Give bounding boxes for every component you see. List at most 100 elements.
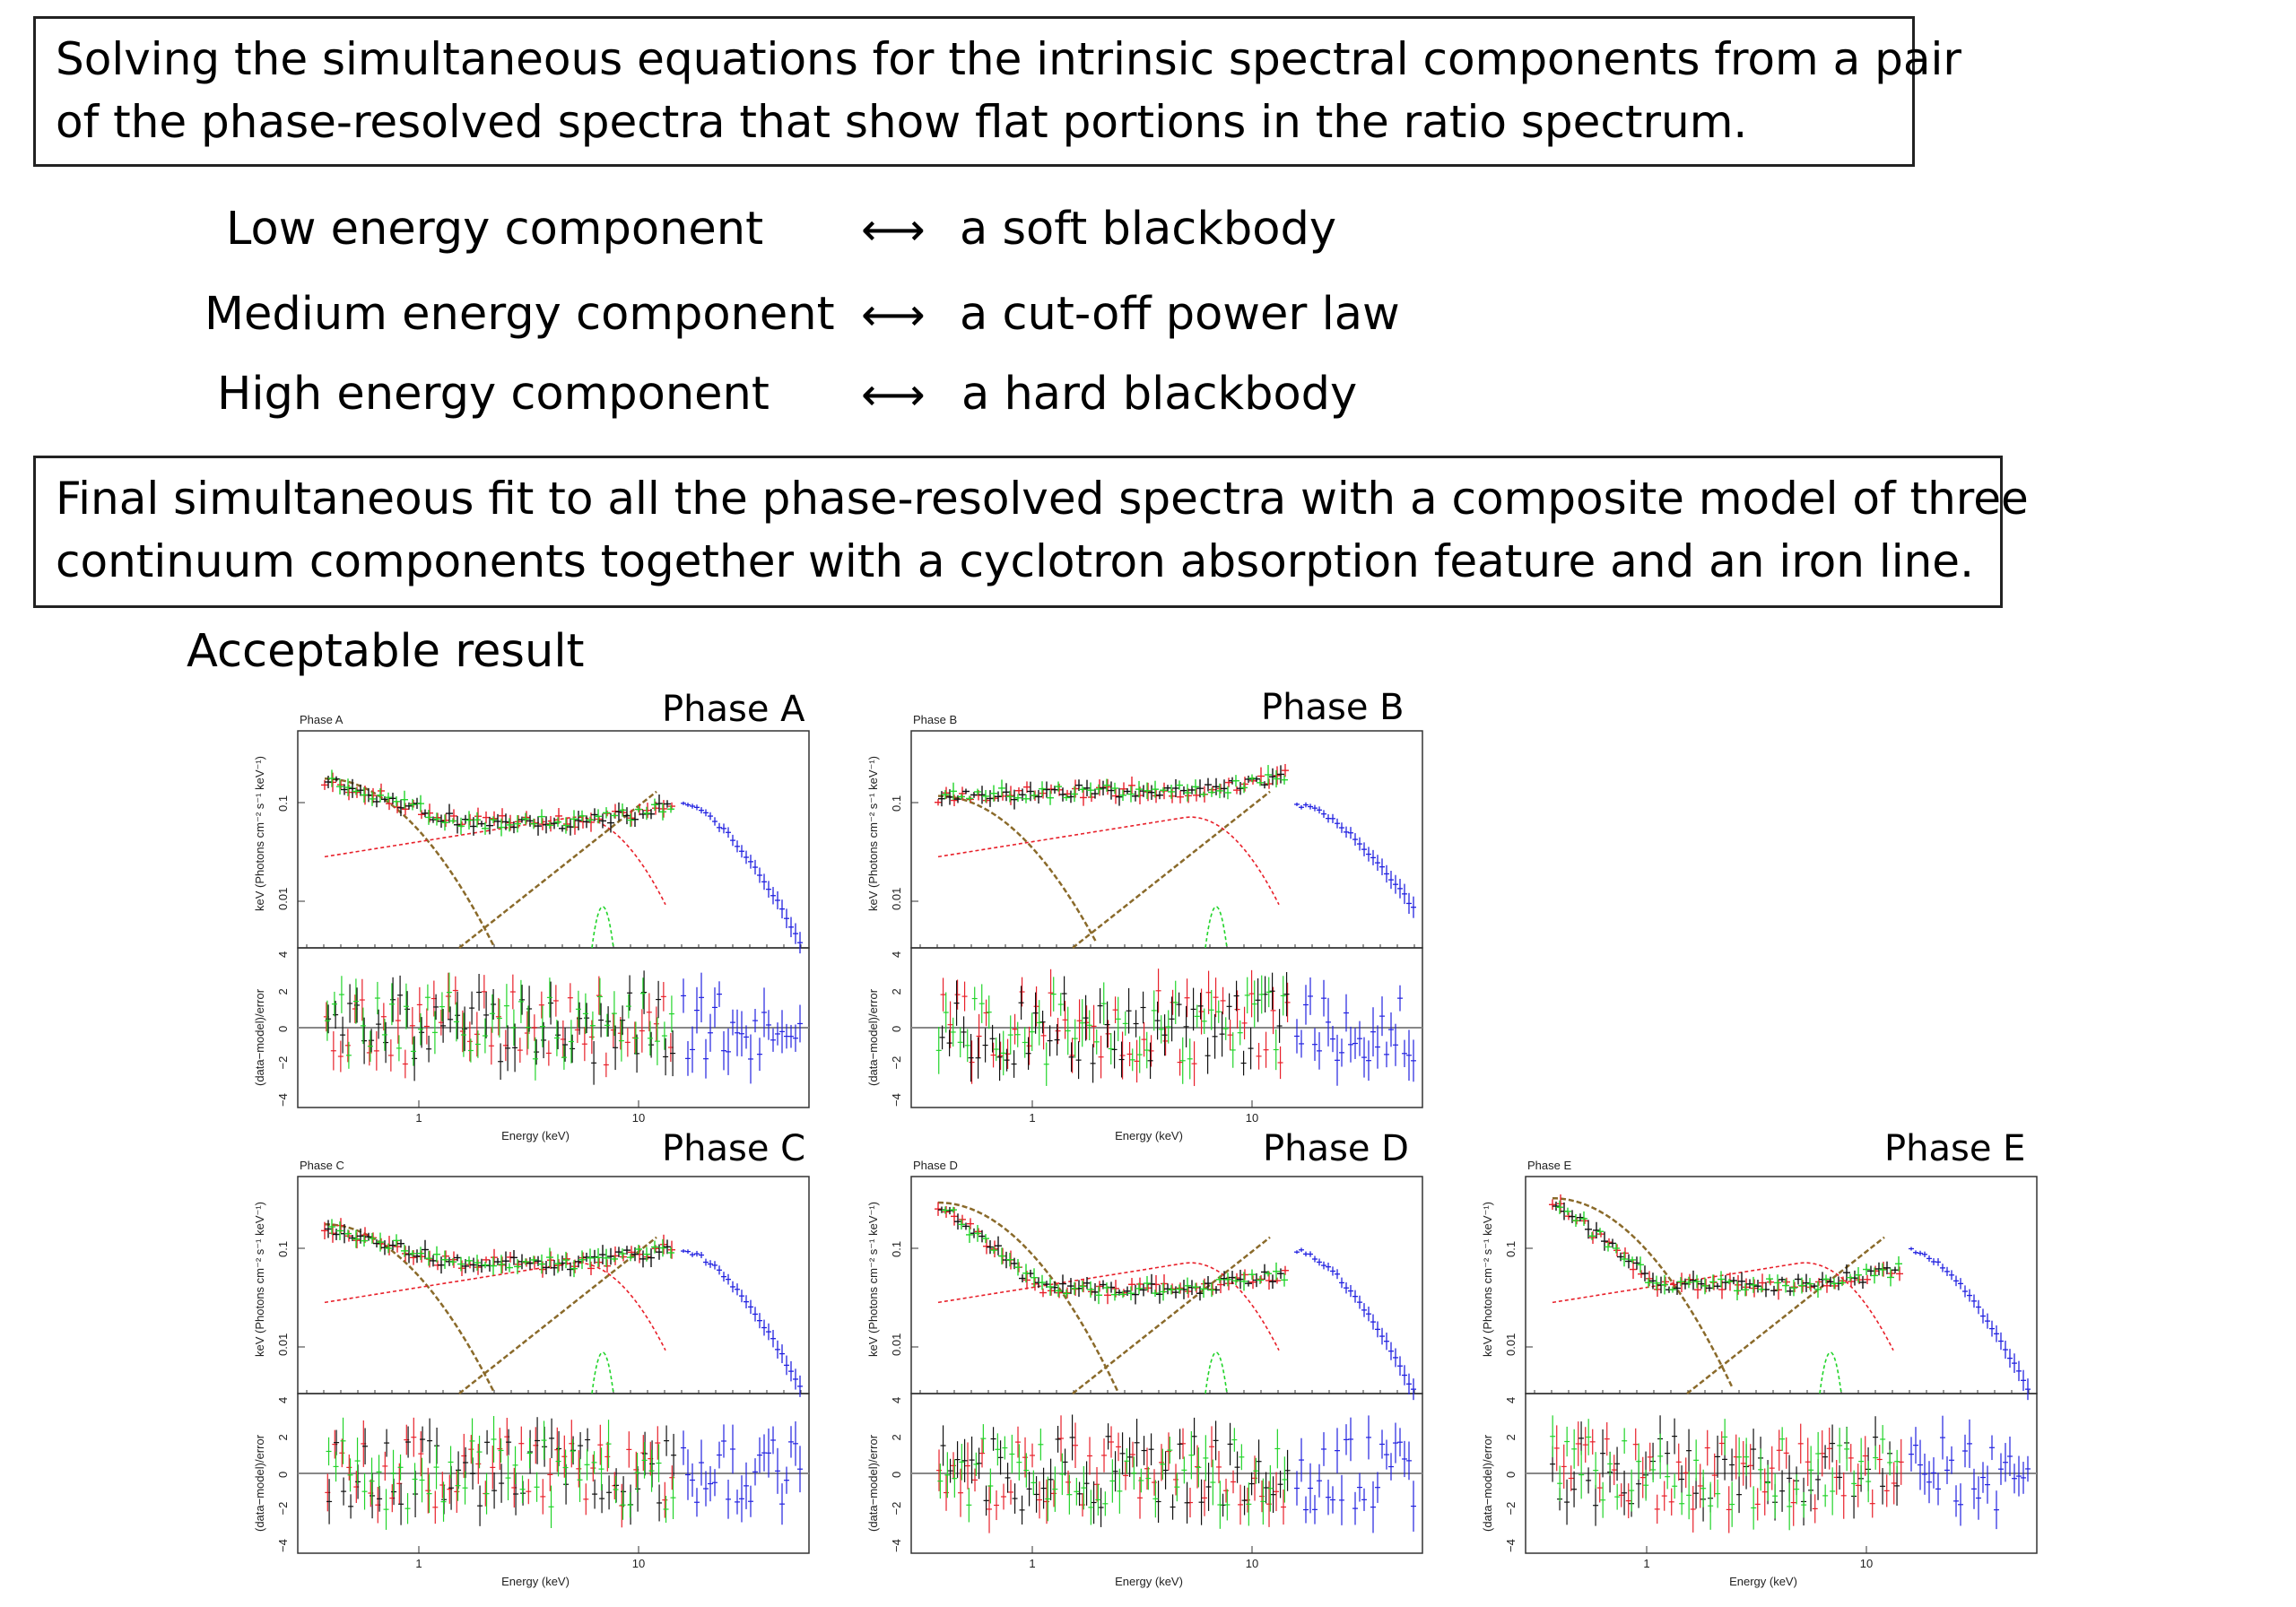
residual-tick-label: 2: [890, 988, 903, 995]
spectrum-frame: [910, 730, 1423, 949]
soft-blackbody-curve: [324, 1222, 495, 1392]
spectrum-data-series-blue: [1294, 802, 1416, 918]
iron-line-curve: [591, 1351, 614, 1394]
residual-data-series-blue: [681, 1420, 803, 1525]
method-box: Solving the simultaneous equations for t…: [33, 16, 1961, 167]
y-axis-label-spectrum: keV (Photons cm⁻² s⁻¹ keV⁻¹): [1481, 1202, 1494, 1357]
residual-tick-label: 4: [890, 1397, 903, 1403]
residual-tick-label: −4: [890, 1093, 903, 1107]
arrow-high: ⟷: [861, 369, 926, 421]
residual-data-series: [939, 972, 1290, 1083]
component-name-low: Low energy component: [226, 203, 764, 256]
component-name-high: High energy component: [217, 368, 770, 421]
x-tick-label: 10: [1246, 1111, 1258, 1125]
panel-small-title: Phase A: [300, 713, 344, 726]
residual-data-series: [940, 1414, 1291, 1527]
spectrum-data-series: [1552, 1201, 1899, 1298]
hard-blackbody-curve: [1072, 1236, 1271, 1394]
component-model-high: a hard blackbody: [961, 368, 1358, 421]
panel-small-title: Phase C: [300, 1159, 344, 1172]
spectrum-panel-phase-c: Phase C keV (Photons cm⁻² s⁻¹ keV⁻¹) (data…: [244, 1159, 818, 1607]
residual-tick-label: 4: [1504, 1397, 1518, 1403]
x-tick-label: 10: [632, 1557, 645, 1570]
y-tick-label: 0.01: [276, 1333, 290, 1356]
residual-tick-label: 2: [890, 1434, 903, 1440]
x-tick-label: 1: [1029, 1111, 1035, 1125]
y-tick-label: 0.1: [276, 795, 290, 812]
residual-data-series: [1550, 1415, 1900, 1531]
arrow-medium: ⟷: [861, 289, 926, 341]
residual-data-series: [936, 1415, 1287, 1533]
phase-e-title: Phase E: [1884, 1128, 2026, 1169]
residual-data-series: [1553, 1421, 1904, 1533]
hard-blackbody-curve: [458, 790, 657, 949]
residual-data-series: [326, 1416, 676, 1530]
y-axis-label-residual: (data−model)/error: [866, 988, 880, 1086]
residual-tick-label: −2: [276, 1502, 290, 1516]
residual-tick-label: −4: [1504, 1539, 1518, 1552]
residual-tick-label: 4: [276, 1397, 290, 1403]
x-axis-label: Energy (keV): [1729, 1575, 1797, 1588]
residual-tick-label: 4: [890, 951, 903, 958]
residual-tick-label: −4: [276, 1093, 290, 1107]
acceptable-result-label: Acceptable result: [187, 625, 585, 678]
x-tick-label: 10: [1860, 1557, 1873, 1570]
y-tick-label: 0.1: [890, 1241, 903, 1257]
y-tick-label: 0.1: [1504, 1241, 1518, 1257]
soft-blackbody-curve: [937, 795, 1098, 942]
spectrum-data-series: [328, 1219, 674, 1278]
hard-blackbody-curve: [1686, 1236, 1885, 1394]
x-axis-label: Energy (keV): [1115, 1129, 1183, 1142]
spectrum-data-series: [1556, 1200, 1902, 1301]
fit-line-1: Final simultaneous fit to all the phase-…: [56, 473, 2029, 525]
panel-small-title: Phase B: [913, 713, 957, 726]
spectrum-data-series: [942, 765, 1288, 805]
residual-tick-label: 4: [276, 951, 290, 958]
x-tick-label: 1: [415, 1111, 422, 1125]
residual-data-series-blue: [1294, 1415, 1416, 1533]
power-law-curve: [937, 1262, 1280, 1351]
phase-b-title: Phase B: [1261, 687, 1405, 728]
hard-blackbody-curve: [1072, 790, 1271, 949]
phase-a-title: Phase A: [662, 689, 805, 730]
residual-data-series: [935, 975, 1286, 1086]
residual-data-series: [326, 970, 676, 1085]
residual-tick-label: 2: [1504, 1434, 1518, 1440]
spectrum-data-series-blue: [681, 801, 803, 954]
hard-blackbody-curve: [458, 1236, 657, 1394]
y-axis-label-residual: (data−model)/error: [253, 1434, 266, 1532]
x-tick-label: 1: [415, 1557, 422, 1570]
power-law-curve: [1552, 1262, 1894, 1351]
y-axis-label-spectrum: keV (Photons cm⁻² s⁻¹ keV⁻¹): [866, 756, 880, 911]
residual-tick-label: 2: [276, 1434, 290, 1440]
y-tick-label: 0.01: [890, 888, 903, 910]
x-tick-label: 1: [1029, 1557, 1035, 1570]
y-axis-label-spectrum: keV (Photons cm⁻² s⁻¹ keV⁻¹): [253, 756, 266, 911]
residual-data-series: [325, 1417, 675, 1528]
x-axis-label: Energy (keV): [501, 1129, 570, 1142]
residual-data-series-blue: [1909, 1415, 2031, 1530]
residual-tick-label: −4: [890, 1539, 903, 1552]
y-axis-label-residual: (data−model)/error: [253, 988, 266, 1086]
power-law-curve: [937, 816, 1280, 906]
y-tick-label: 0.01: [276, 888, 290, 910]
residual-tick-label: −2: [1504, 1502, 1518, 1516]
spectrum-data-series: [942, 1206, 1288, 1305]
residual-data-series: [323, 972, 674, 1079]
y-tick-label: 0.1: [276, 1241, 290, 1257]
spectrum-data-series: [321, 1218, 675, 1278]
residual-tick-label: −2: [890, 1056, 903, 1070]
residual-tick-label: −2: [890, 1502, 903, 1516]
residual-tick-label: 2: [276, 988, 290, 995]
iron-line-curve: [591, 906, 614, 949]
y-tick-label: 0.01: [1504, 1333, 1518, 1356]
component-name-medium: Medium energy component: [204, 288, 835, 341]
y-axis-label-spectrum: keV (Photons cm⁻² s⁻¹ keV⁻¹): [253, 1202, 266, 1357]
x-tick-label: 10: [632, 1111, 645, 1125]
spectrum-panel-phase-a: Phase A keV (Photons cm⁻² s⁻¹ keV⁻¹) (data…: [244, 713, 818, 1161]
spectrum-data-series-blue: [681, 1249, 803, 1397]
y-axis-label-residual: (data−model)/error: [866, 1434, 880, 1532]
residual-data-series: [324, 972, 674, 1081]
